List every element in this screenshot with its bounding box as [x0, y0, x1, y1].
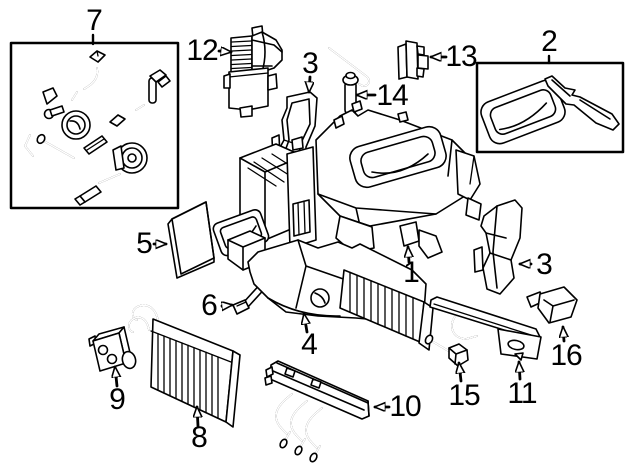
- part-14-rod-drawing: [328, 47, 370, 115]
- callout-3-top-label: 3: [302, 47, 319, 80]
- callout-8-label: 8: [191, 421, 208, 454]
- part-12-blower-motor-drawing: [223, 25, 283, 118]
- part-11-trim-bracket-drawing: [429, 296, 542, 361]
- part-3-right-duct-drawing: [473, 199, 523, 295]
- callout-3-right-label: 3: [536, 248, 553, 281]
- callout-9-label: 9: [109, 383, 126, 416]
- callout-10-label: 10: [389, 390, 421, 423]
- callout-5-label: 5: [136, 227, 153, 260]
- callout-15-label: 15: [448, 379, 480, 412]
- callout-13-label: 13: [445, 40, 477, 73]
- callout-4-label: 4: [301, 328, 318, 361]
- part-2-seal-kit-drawing: [475, 61, 625, 154]
- part-7-linkage-kit-drawing: [9, 41, 180, 210]
- part-4-lower-housing-drawing: [227, 230, 434, 351]
- part-5-cabin-filter-drawing: [167, 201, 215, 279]
- callout-11-label: 11: [507, 377, 537, 410]
- callout-12-label: 12: [186, 34, 218, 67]
- part-8-evaporator-drawing: [128, 304, 241, 428]
- callout-1-label: 1: [403, 256, 420, 289]
- part-9-expansion-valve-drawing: [88, 326, 137, 372]
- part-13-actuator-drawing: [397, 40, 429, 80]
- callout-2-label: 2: [541, 25, 558, 58]
- part-1-heater-housing-drawing: [212, 100, 482, 259]
- callout-14-label: 14: [376, 79, 408, 112]
- callout-16-label: 16: [550, 339, 582, 372]
- callout-leaders: [91, 33, 564, 428]
- part-16-sensor-drawing: [526, 286, 578, 324]
- part-15-bolt-drawing: [424, 334, 469, 367]
- part-10-pipe-assembly-drawing: [264, 360, 370, 463]
- callout-7-label: 7: [86, 4, 103, 37]
- callout-6-label: 6: [201, 289, 218, 322]
